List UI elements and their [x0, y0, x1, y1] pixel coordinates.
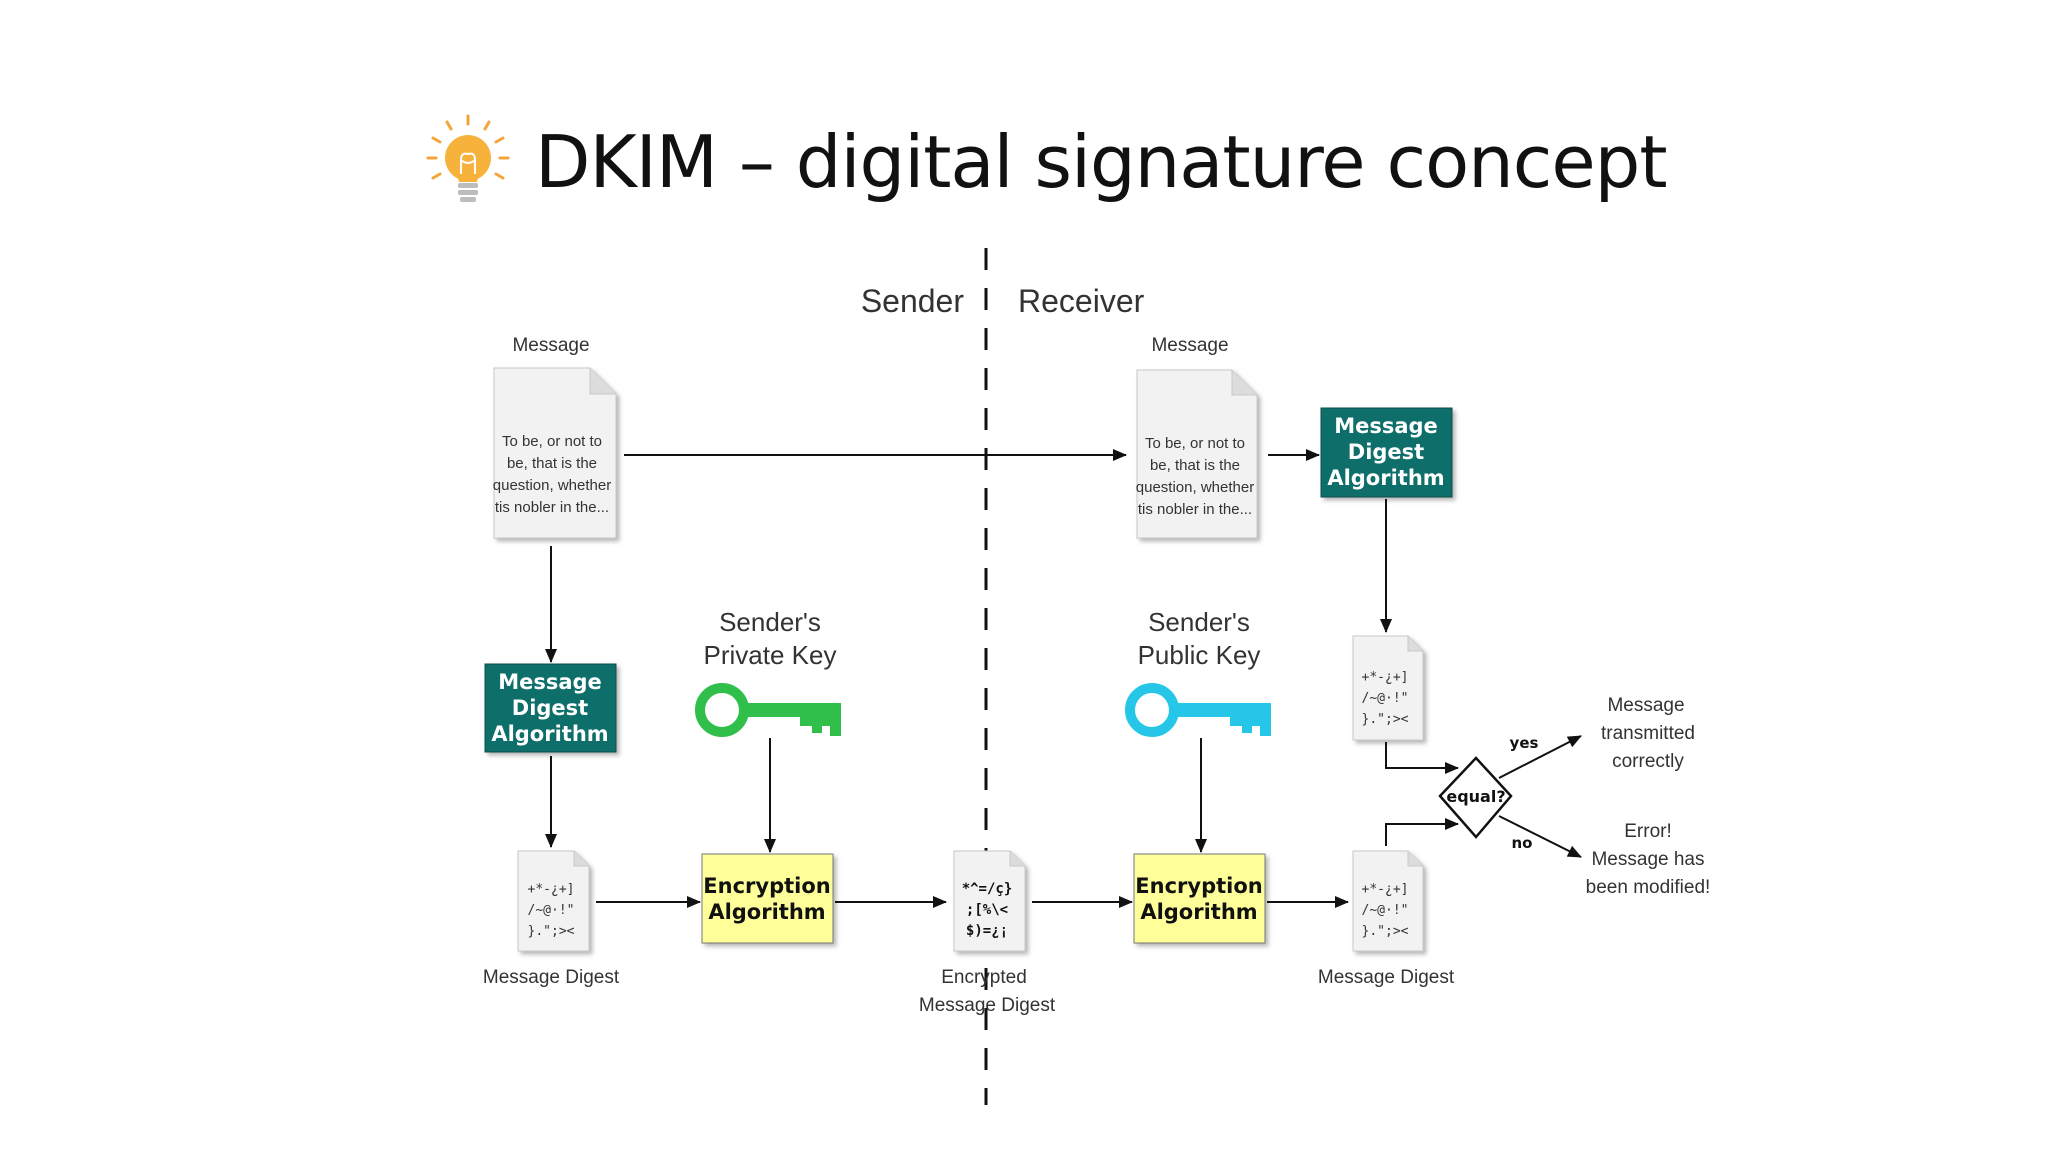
- error-message: been modified!: [1586, 877, 1711, 898]
- receiver-digest-algorithm-line: Message: [1334, 414, 1438, 438]
- encrypted-digest-document: *^=/ç} ;[%\< $)=¿¡: [953, 850, 1026, 952]
- computed-digest-symbols: /~@·!": [1362, 691, 1409, 706]
- sender-digest-symbols: /~@·!": [528, 903, 575, 918]
- lightbulb-icon: [426, 114, 510, 202]
- sender-message-label: Message: [512, 335, 589, 356]
- sender-message-line: tis nobler in the...: [495, 499, 609, 516]
- yes-label: yes: [1510, 734, 1539, 752]
- arrow-computed-digest-to-compare: [1385, 742, 1459, 774]
- computed-digest-symbols: }.";><: [1362, 712, 1409, 727]
- sender-heading: Sender: [861, 283, 965, 319]
- equal-compare-diamond: equal?: [1438, 756, 1513, 839]
- receiver-message-line: tis nobler in the...: [1138, 501, 1252, 518]
- private-key-icon: [695, 683, 841, 737]
- receiver-digest-document: +*-¿+] /~@·!" }.";><: [1352, 850, 1424, 952]
- sender-encryption-line: Algorithm: [708, 900, 825, 924]
- receiver-digest-symbols: +*-¿+]: [1362, 882, 1409, 897]
- sender-digest-algorithm-line: Digest: [512, 696, 588, 720]
- receiver-heading: Receiver: [1018, 283, 1145, 319]
- sender-message-line: To be, or not to: [502, 433, 602, 450]
- sender-digest-algorithm-line: Message: [498, 670, 602, 694]
- public-key-label: Sender's: [1148, 607, 1250, 637]
- receiver-digest-algorithm-box: Message Digest Algorithm: [1320, 407, 1453, 498]
- receiver-encryption-line: Encryption: [1135, 874, 1262, 898]
- sender-encryption-box: Encryption Algorithm: [701, 853, 834, 944]
- encrypted-symbols: ;[%\<: [966, 902, 1008, 918]
- computed-digest-symbols: +*-¿+]: [1362, 670, 1409, 685]
- sender-digest-algorithm-line: Algorithm: [491, 722, 608, 746]
- arrow-yes-to-success: [1498, 735, 1582, 779]
- public-key-icon: [1125, 683, 1271, 737]
- receiver-message-line: question, whether: [1136, 479, 1254, 496]
- receiver-digest-algorithm-line: Digest: [1348, 440, 1424, 464]
- receiver-digest-label: Message Digest: [1318, 967, 1455, 988]
- encrypted-digest-label: Encrypted: [941, 967, 1027, 988]
- public-key-label: Public Key: [1138, 640, 1261, 670]
- no-label: no: [1512, 834, 1533, 852]
- error-message: Error!: [1624, 821, 1672, 842]
- receiver-computed-digest-document: +*-¿+] /~@·!" }.";><: [1352, 635, 1424, 741]
- sender-digest-symbols: +*-¿+]: [528, 882, 575, 897]
- receiver-digest-symbols: }.";><: [1362, 924, 1409, 939]
- receiver-message-label: Message: [1151, 335, 1228, 356]
- receiver-digest-symbols: /~@·!": [1362, 903, 1409, 918]
- private-key-label: Private Key: [704, 640, 837, 670]
- sender-digest-algorithm-box: Message Digest Algorithm: [484, 663, 617, 753]
- receiver-message-line: be, that is the: [1150, 457, 1240, 474]
- receiver-encryption-line: Algorithm: [1140, 900, 1257, 924]
- receiver-message-line: To be, or not to: [1145, 435, 1245, 452]
- encrypted-symbols: *^=/ç}: [962, 881, 1013, 897]
- sender-digest-label: Message Digest: [483, 967, 620, 988]
- equal-label: equal?: [1446, 787, 1505, 806]
- sender-digest-document: +*-¿+] /~@·!" }.";><: [517, 850, 590, 952]
- sender-message-document: To be, or not to be, that is the questio…: [493, 367, 617, 539]
- success-message: transmitted: [1601, 723, 1695, 744]
- encrypted-symbols: $)=¿¡: [966, 923, 1008, 939]
- encrypted-digest-label: Message Digest: [919, 995, 1056, 1016]
- arrow-no-to-error: [1498, 815, 1582, 858]
- sender-encryption-line: Encryption: [703, 874, 830, 898]
- success-message: Message: [1607, 695, 1684, 716]
- sender-digest-symbols: }.";><: [528, 924, 575, 939]
- success-message: correctly: [1612, 751, 1684, 772]
- arrow-decrypted-digest-to-compare: [1385, 818, 1459, 846]
- slide-title: DKIM – digital signature concept: [535, 120, 1668, 204]
- private-key-label: Sender's: [719, 607, 821, 637]
- receiver-encryption-box: Encryption Algorithm: [1133, 853, 1266, 944]
- sender-message-line: question, whether: [493, 477, 611, 494]
- receiver-digest-algorithm-line: Algorithm: [1327, 466, 1444, 490]
- error-message: Message has: [1591, 849, 1704, 870]
- sender-message-line: be, that is the: [507, 455, 597, 472]
- receiver-message-document: To be, or not to be, that is the questio…: [1136, 369, 1258, 539]
